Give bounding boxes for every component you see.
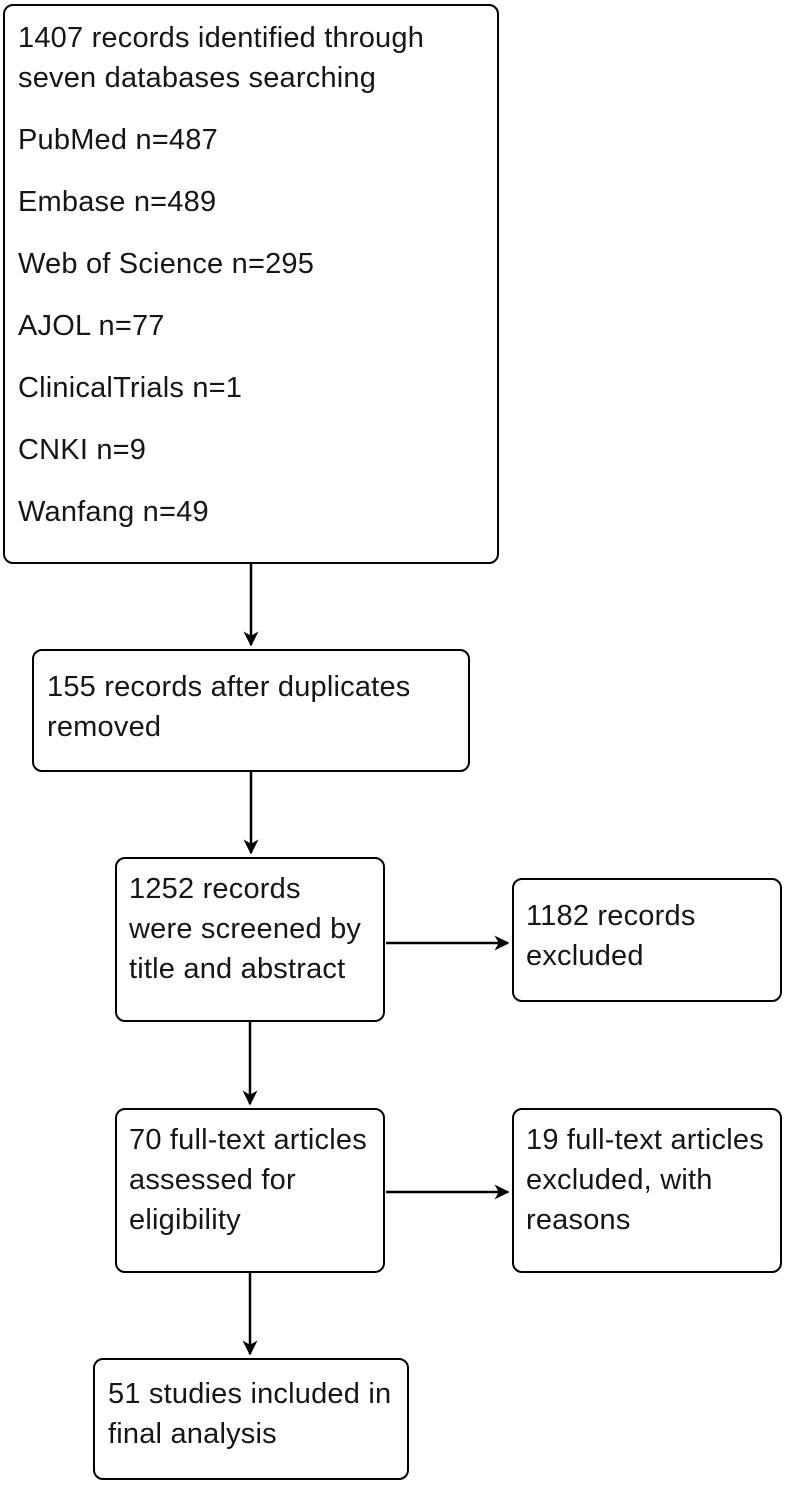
node-text-line: final analysis bbox=[108, 1418, 277, 1450]
node-text-line: assessed for bbox=[129, 1164, 296, 1196]
node-text-line: 1182 records bbox=[526, 900, 696, 932]
node-text-line: title and abstract bbox=[129, 953, 346, 985]
node-text-line: 1252 records bbox=[129, 873, 301, 905]
database-count-ajol: AJOL n=77 bbox=[18, 310, 165, 342]
database-count-clinicaltrials: ClinicalTrials n=1 bbox=[18, 372, 243, 404]
node-records-screened: 1252 records were screened by title and … bbox=[115, 857, 385, 1022]
node-identification: 1407 records identified through seven da… bbox=[3, 4, 499, 564]
node-records-excluded: 1182 records excluded bbox=[512, 878, 782, 1002]
database-count-pubmed: PubMed n=487 bbox=[18, 124, 218, 156]
node-fulltext-assessed: 70 full-text articles assessed for eligi… bbox=[115, 1108, 385, 1273]
database-count-wanfang: Wanfang n=49 bbox=[18, 496, 209, 528]
node-text-line: 51 studies included in bbox=[108, 1378, 392, 1410]
node-text-line: seven databases searching bbox=[18, 62, 377, 94]
node-text-line: eligibility bbox=[129, 1204, 241, 1236]
node-text-line: 155 records after duplicates bbox=[47, 671, 411, 703]
node-text-line: 1407 records identified through bbox=[18, 22, 425, 54]
node-duplicates-removed: 155 records after duplicates removed bbox=[32, 649, 470, 772]
node-text-line: 19 full-text articles bbox=[526, 1124, 764, 1156]
node-text-line: excluded, with bbox=[526, 1164, 713, 1196]
node-text-line: removed bbox=[47, 711, 162, 743]
database-count-cnki: CNKI n=9 bbox=[18, 434, 147, 466]
node-title: 1407 records identified through seven da… bbox=[18, 18, 485, 98]
node-text-line: 70 full-text articles bbox=[129, 1124, 367, 1156]
database-count-web-of-science: Web of Science n=295 bbox=[18, 248, 315, 280]
node-text-line: excluded bbox=[526, 940, 644, 972]
node-fulltext-excluded: 19 full-text articles excluded, with rea… bbox=[512, 1108, 782, 1273]
database-count-embase: Embase n=489 bbox=[18, 186, 217, 218]
node-text-line: were screened by bbox=[129, 913, 362, 945]
node-text-line: reasons bbox=[526, 1204, 631, 1236]
node-studies-included: 51 studies included in final analysis bbox=[93, 1358, 409, 1480]
